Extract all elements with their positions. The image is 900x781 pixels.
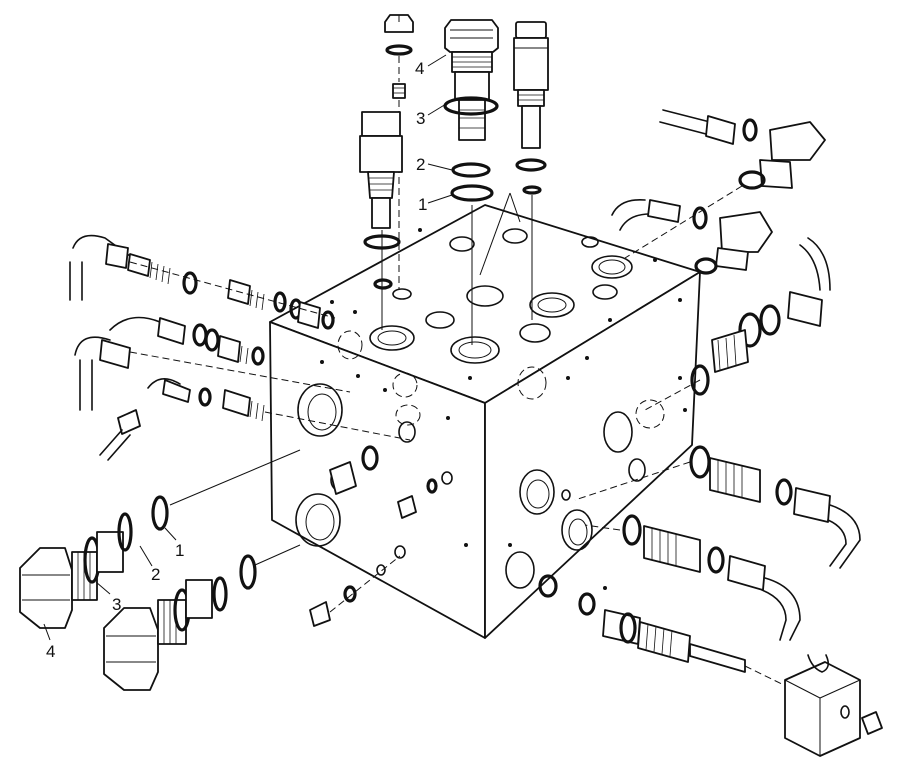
callout-left-1: 1 xyxy=(175,541,184,560)
left-cartridge-lower xyxy=(103,544,301,691)
right-lower-hose-fitting xyxy=(538,514,801,641)
right-solenoid-valve-assembly xyxy=(578,592,883,757)
right-face-ports xyxy=(505,298,687,590)
callout-left-3: 3 xyxy=(112,595,121,614)
top-cartridge-left xyxy=(359,111,403,330)
front-face-small-parts xyxy=(309,445,438,627)
leader-lines xyxy=(43,54,453,641)
callout-top-2: 2 xyxy=(416,155,425,174)
manifold-right-face xyxy=(484,271,701,639)
right-middle-elbow-assembly xyxy=(611,198,773,275)
callout-left-2: 2 xyxy=(151,565,160,584)
left-middle-hose-assembly xyxy=(74,316,351,411)
left-cartridge-upper xyxy=(19,449,301,629)
right-upper-hose-fitting xyxy=(644,237,831,411)
top-cartridge-plug-small xyxy=(384,14,414,290)
callout-left-4: 4 xyxy=(46,642,55,661)
left-lower-fitting xyxy=(99,378,411,461)
right-upper-hose-assembly xyxy=(624,109,826,259)
callout-labels: 4 3 2 1 1 2 3 4 xyxy=(46,59,427,661)
top-cartridge-right xyxy=(479,21,549,320)
callout-top-1: 1 xyxy=(418,195,427,214)
callout-top-3: 3 xyxy=(416,109,425,128)
top-face-ports xyxy=(330,228,665,429)
callout-top-4: 4 xyxy=(415,59,424,78)
left-upper-hose-assembly xyxy=(69,234,336,330)
manifold-block xyxy=(269,204,701,639)
right-middle-hose-fitting xyxy=(574,445,861,569)
top-cartridge-large xyxy=(443,19,499,345)
